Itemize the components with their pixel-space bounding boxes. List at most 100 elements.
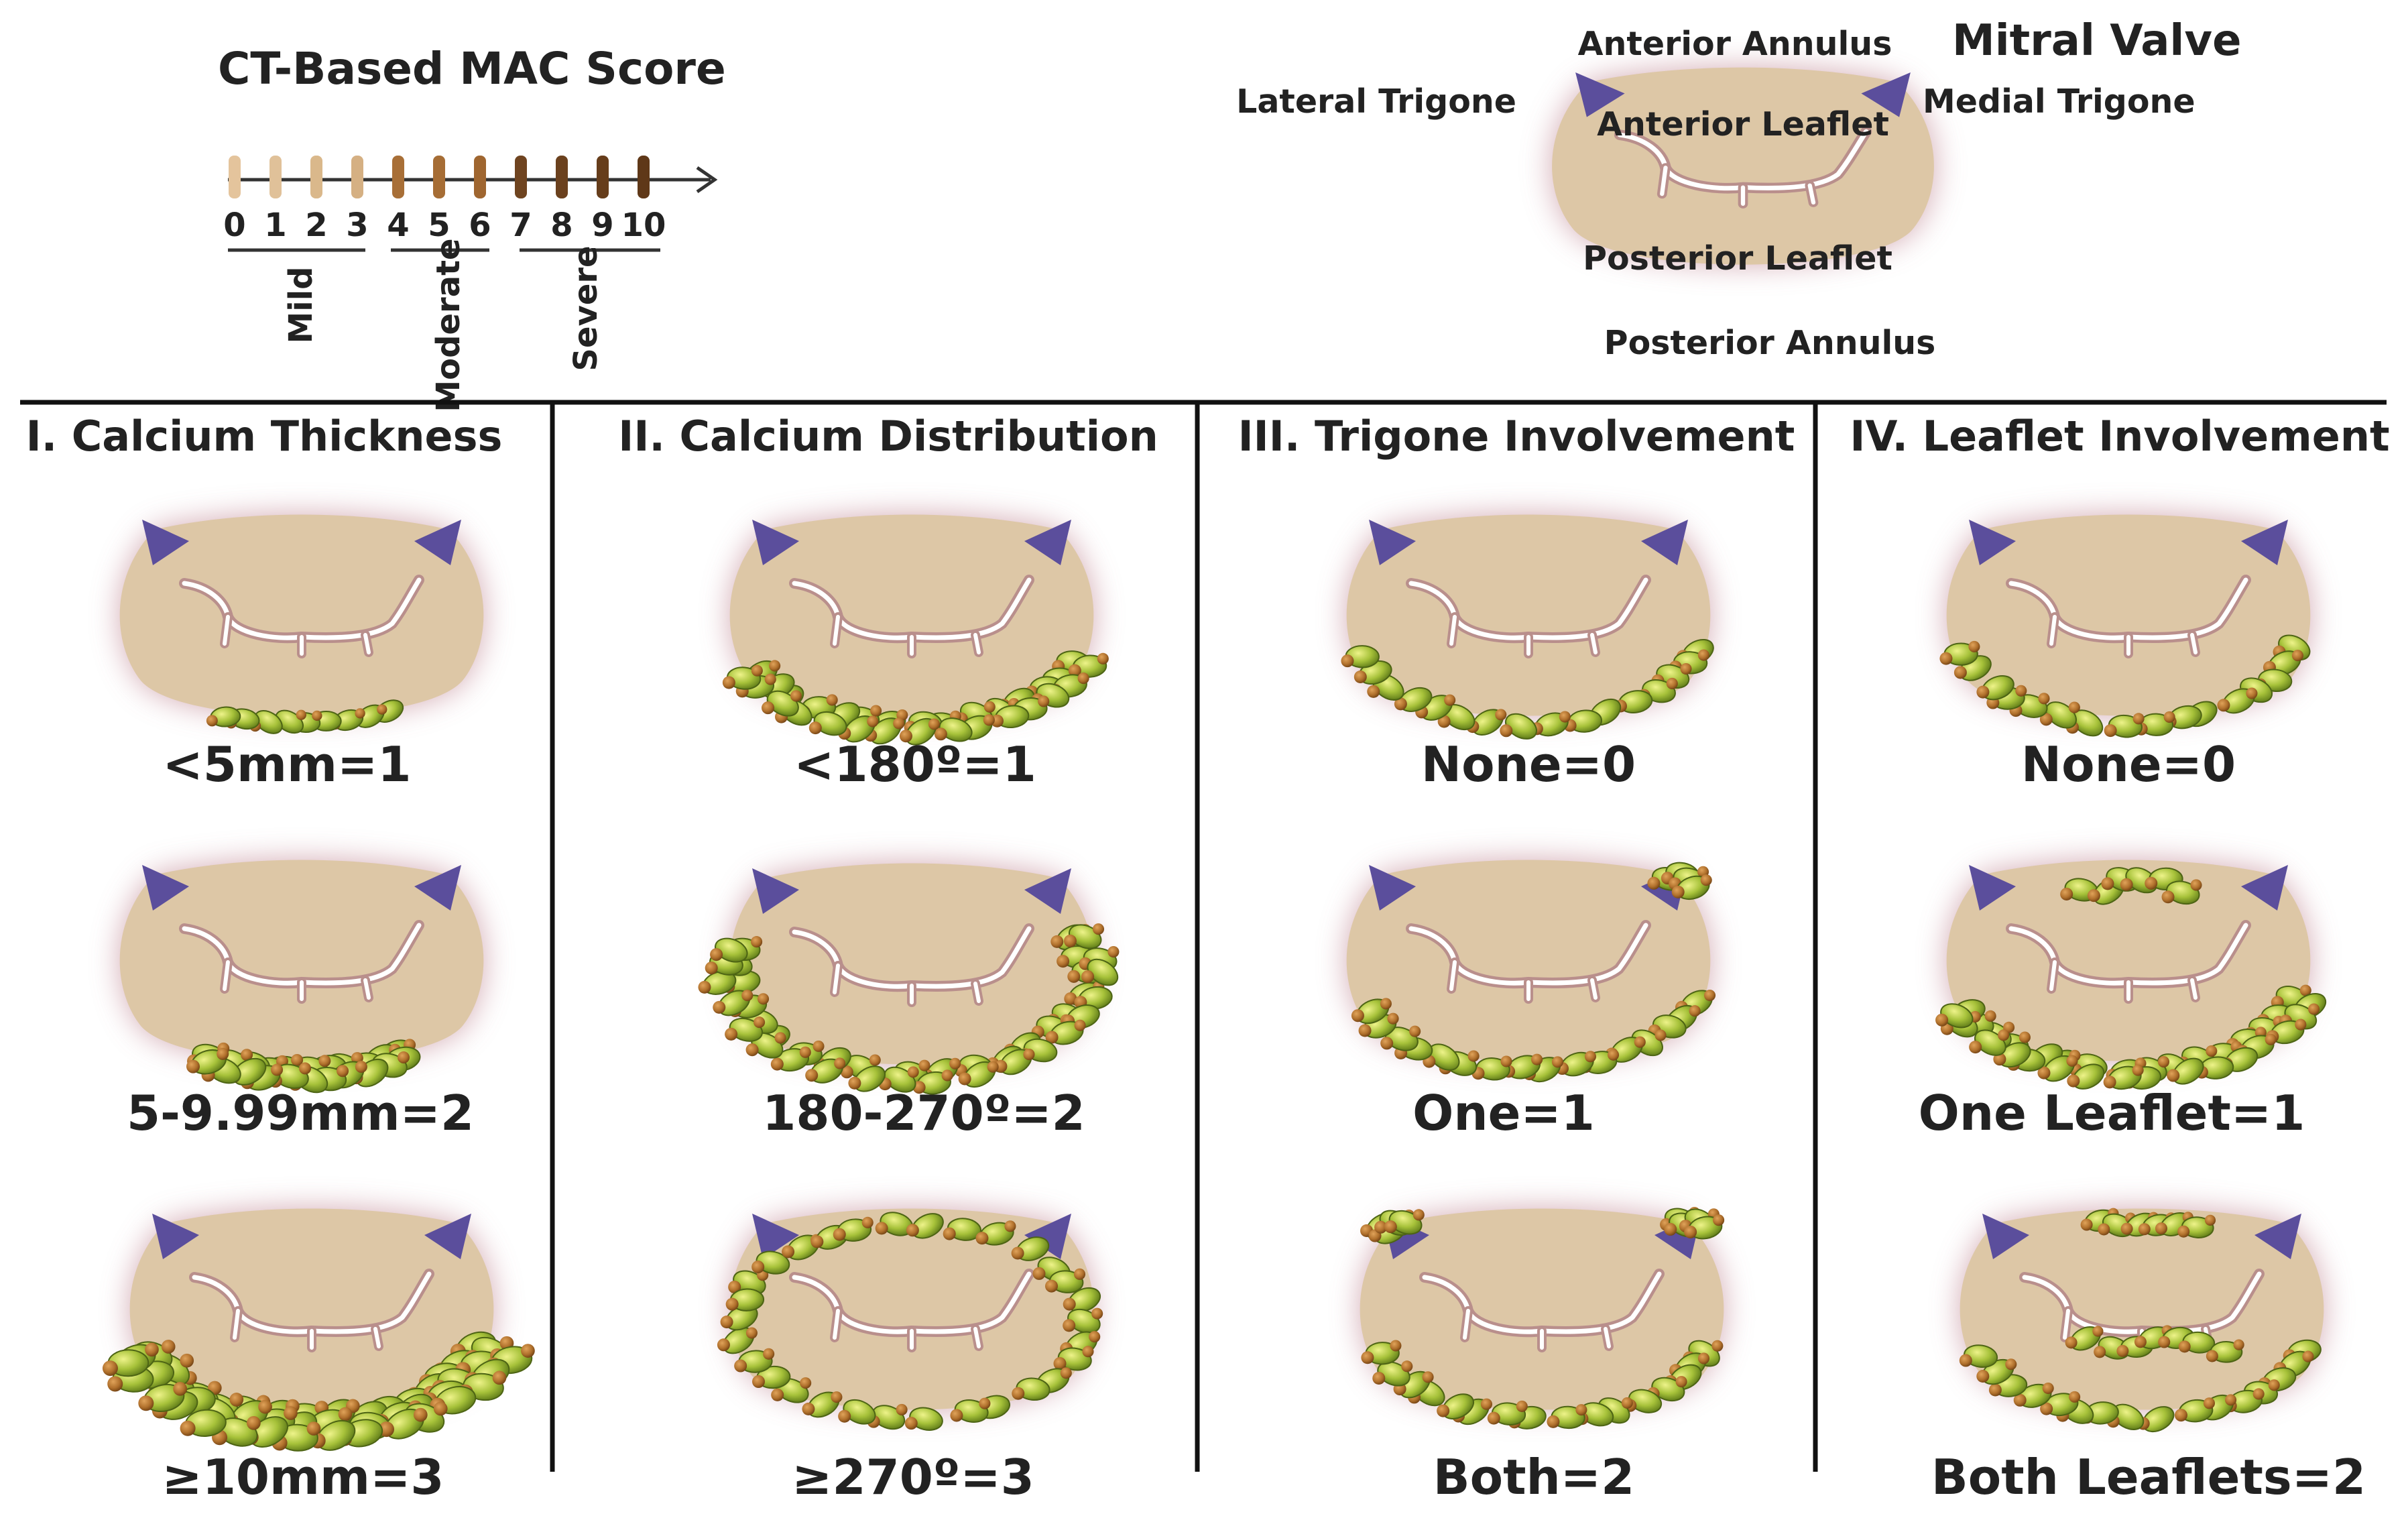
calcium-nodule [1500, 713, 1537, 740]
calcium-nodule [2178, 1331, 2216, 1354]
calcium-nodule [1384, 1209, 1425, 1235]
calcium-deposits [722, 650, 1109, 746]
calcium-nodule [1935, 1003, 1974, 1029]
calcium-nodule [1012, 1377, 1050, 1401]
calcium-nodule [751, 1250, 790, 1275]
calcium-deposits [717, 1212, 1103, 1431]
medial-trigone-marker [1641, 520, 1688, 565]
calcium-nodule [762, 690, 802, 717]
lateral-trigone-marker [1575, 72, 1625, 117]
calcium-nodule [102, 1349, 149, 1377]
scale-tick-mark-9 [597, 156, 609, 198]
grade-severe: Severe [567, 245, 605, 371]
calcium-nodule [833, 1216, 874, 1242]
scale-tick-mark-4 [392, 156, 404, 198]
calcium-nodule [2206, 1339, 2244, 1363]
medial-trigone-marker [1024, 1214, 1071, 1259]
calcium-nodule [2103, 1064, 2144, 1090]
label-distribution-3: ≥270º=3 [792, 1449, 1034, 1505]
calcium-nodule [958, 1061, 999, 1088]
valve-panel-both-trigones [1360, 1204, 1725, 1430]
label-trigone-2: Both=2 [1433, 1449, 1634, 1505]
scale-tick-label-4: 4 [387, 207, 409, 244]
scale-tick-label-6: 6 [469, 207, 491, 244]
calcium-nodule [899, 717, 940, 746]
calcium-nodule [722, 664, 763, 690]
medial-trigone-marker [1024, 868, 1071, 914]
calcium-nodule [906, 1213, 944, 1239]
calcium-nodule [2134, 711, 2175, 736]
calcium-nodule [720, 1305, 758, 1331]
scale-tick-mark-1 [269, 156, 282, 198]
calcium-nodule [1063, 1307, 1103, 1334]
calcium-nodule [912, 1069, 953, 1095]
calcium-nodule [2065, 1326, 2104, 1351]
lateral-trigone-marker [752, 1214, 799, 1259]
scale-tick-mark-7 [515, 156, 527, 198]
calcium-nodule [272, 1421, 321, 1452]
calcium-nodule [1361, 1340, 1402, 1365]
lateral-trigone-marker [1369, 520, 1416, 565]
label-trigone-0: None=0 [1421, 736, 1636, 793]
lateral-trigone-marker [752, 868, 799, 914]
scale-tick-mark-5 [433, 156, 445, 198]
medial-trigone-marker [2241, 865, 2288, 911]
calcium-nodule [943, 1218, 982, 1241]
anterior-annulus-label: Anterior Annulus [1578, 25, 1892, 63]
valve-panel-both-leaflets [1960, 1208, 2324, 1433]
medial-trigone-marker [414, 865, 461, 911]
label-thickness-1: <5mm=1 [163, 736, 412, 793]
label-thickness-3: ≥10mm=3 [162, 1449, 444, 1505]
calcium-nodule [378, 1407, 428, 1440]
scale-tick-mark-2 [310, 156, 322, 198]
calcium-nodule [878, 1066, 919, 1093]
medial-trigone-marker [1024, 520, 1071, 565]
calcium-nodule [1081, 958, 1119, 986]
calcium-deposits [1360, 1206, 1725, 1430]
calcium-nodule [2040, 1391, 2081, 1417]
calcium-nodule [1045, 1019, 1086, 1045]
label-thickness-2: 5-9.99mm=2 [127, 1085, 474, 1141]
scale-tick-mark-6 [474, 156, 486, 198]
calcium-nodule [934, 717, 973, 742]
calcium-nodule [1063, 923, 1105, 949]
scale-tick-label-9: 9 [591, 207, 613, 244]
valve-panel-one-trigone [1347, 860, 1716, 1083]
mitral-valve-illustration [1552, 68, 1934, 265]
label-distribution-2: 180-270º=2 [762, 1085, 1085, 1141]
calcium-nodule [805, 1057, 846, 1084]
calcium-nodule [950, 1397, 991, 1423]
calcium-nodule [2161, 879, 2202, 905]
scale-tick-label-2: 2 [305, 207, 327, 244]
calcium-nodule [1993, 1042, 2031, 1068]
calcium-nodule [734, 1348, 775, 1373]
lateral-trigone-marker [1969, 865, 2016, 911]
medial-trigone-marker [424, 1214, 471, 1259]
valve-panel-none [1939, 515, 2313, 738]
calcium-nodule [2039, 701, 2080, 729]
severity-grades: Mild Moderate Severe [228, 238, 660, 412]
lateral-trigone-marker [1969, 520, 2016, 565]
scale-tick-mark-8 [556, 156, 568, 198]
calcium-nodule [138, 1381, 188, 1412]
calcium-nodule [838, 1399, 876, 1425]
valve-panel-none [1341, 515, 1718, 740]
valve-panel-one-leaflet [1935, 860, 2327, 1090]
scale-tick-mark-3 [351, 156, 363, 198]
calcium-nodule [1074, 986, 1113, 1010]
scale-tick-label-10: 10 [621, 207, 666, 244]
calcium-nodule [1547, 1404, 1587, 1430]
column-title-distribution: II. Calcium Distribution [618, 412, 1158, 461]
calcium-nodule [698, 970, 737, 995]
lateral-trigone-marker [752, 520, 799, 565]
scale-tick-label-8: 8 [550, 207, 573, 244]
lateral-trigone-label: Lateral Trigone [1236, 82, 1516, 121]
valve-panel-thin [120, 515, 484, 734]
calcium-nodule [1969, 1029, 2010, 1056]
calcium-nodule [1437, 1393, 1475, 1419]
lateral-trigone-marker [142, 520, 189, 565]
calcium-nodule [1394, 687, 1433, 712]
calcium-deposits [206, 699, 404, 734]
calcium-nodule [2037, 1055, 2078, 1082]
